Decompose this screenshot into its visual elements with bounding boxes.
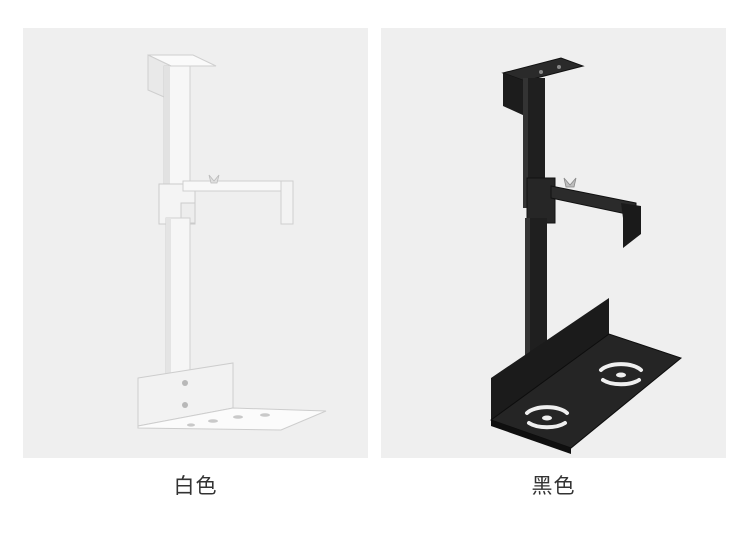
caption-black: 黑色	[531, 474, 576, 498]
white-bracket-illustration	[23, 28, 368, 458]
black-bracket-illustration	[381, 28, 726, 458]
product-photo-black	[381, 28, 726, 458]
caption-white: 白色	[173, 474, 218, 498]
product-photo-white	[23, 28, 368, 458]
